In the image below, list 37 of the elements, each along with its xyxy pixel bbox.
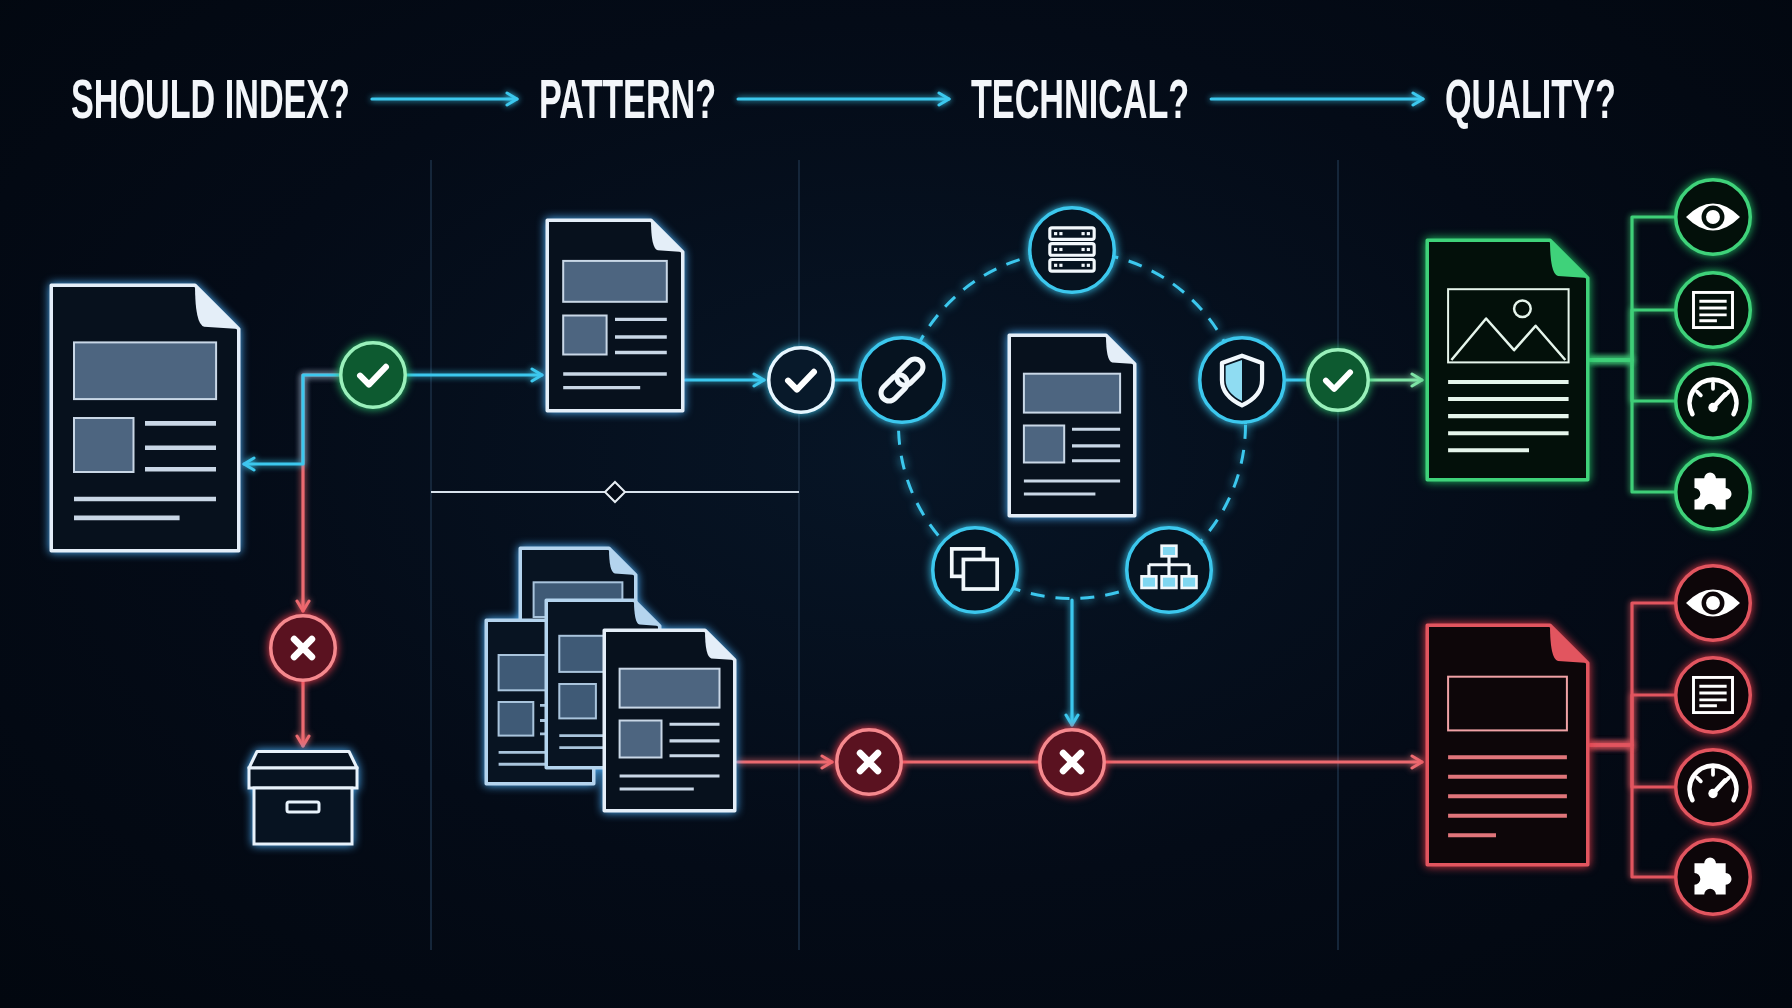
puzzle-icon — [1674, 453, 1752, 531]
article-icon — [1674, 271, 1752, 349]
article-icon — [1674, 656, 1752, 734]
check-icon — [1306, 348, 1370, 412]
document-icon — [49, 283, 241, 553]
shield-icon — [1198, 336, 1286, 424]
arrow — [735, 754, 834, 770]
arrow — [295, 680, 311, 748]
step-heading: QUALITY? — [1445, 71, 1616, 127]
step-heading: PATTERN? — [539, 71, 717, 127]
copy-icon — [931, 526, 1019, 614]
step-heading: SHOULD INDEX? — [71, 71, 350, 127]
check-icon — [767, 346, 835, 414]
server-icon — [1028, 206, 1116, 294]
arrow — [1064, 598, 1080, 727]
gauge-icon — [1674, 362, 1752, 440]
step-heading: TECHNICAL? — [971, 71, 1190, 127]
puzzle-icon — [1674, 838, 1752, 916]
check-icon — [339, 341, 407, 409]
eye-icon — [1674, 178, 1752, 256]
document-icon — [1425, 623, 1590, 867]
cross-icon — [1038, 728, 1106, 796]
document-icon — [1007, 332, 1137, 518]
hierarchy-icon — [1125, 526, 1213, 614]
link-icon — [858, 336, 946, 424]
document-stack-icon — [484, 546, 737, 813]
arrow — [1209, 91, 1425, 107]
arrow — [736, 91, 951, 107]
cross-icon — [269, 614, 337, 682]
archive-box-icon — [247, 749, 359, 846]
cross-icon — [835, 728, 903, 796]
arrow — [683, 372, 766, 388]
image-document-icon — [1425, 238, 1590, 482]
document-icon — [545, 218, 685, 413]
eye-icon — [1674, 564, 1752, 642]
gauge-icon — [1674, 748, 1752, 826]
arrow — [370, 91, 519, 107]
